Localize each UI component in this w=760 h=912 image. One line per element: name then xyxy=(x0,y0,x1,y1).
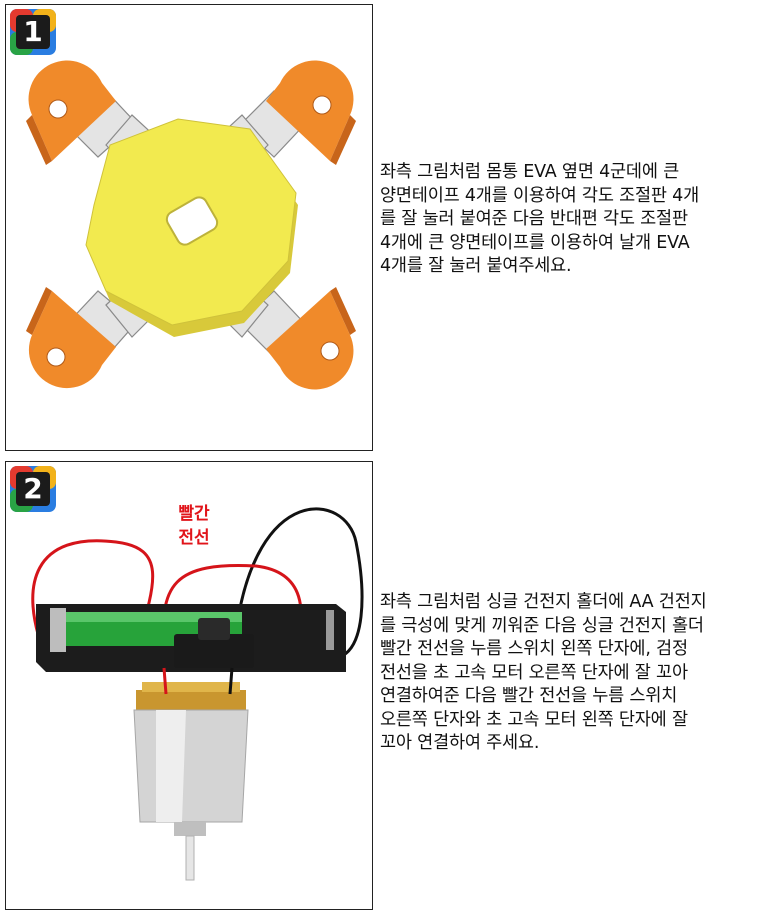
assembly-illustration-eva-body xyxy=(26,60,356,390)
wiring-illustration-battery-switch-motor xyxy=(31,507,364,881)
step-2-instruction-text: 좌측 그림처럼 싱글 건전지 홀더에 AA 건전지 를 극성에 맞게 끼워준 다… xyxy=(380,592,707,753)
step-number-badge xyxy=(10,466,56,512)
step-number-badge xyxy=(10,9,56,55)
step-2-illustration-frame: 2 빨간 전선 xyxy=(5,461,373,910)
step-2: 2 빨간 전선 좌측 그림처럼 싱글 건전지 홀더에 AA 건전지 를 극성에 … xyxy=(0,457,760,912)
step-1-illustration-frame: 1 xyxy=(5,4,373,451)
red-wire-callout: 빨간 전선 xyxy=(178,504,210,548)
step-1-instruction-text: 좌측 그림처럼 몸통 EVA 옆면 4군데에 큰 양면테이프 4개를 이용하여 … xyxy=(380,162,699,276)
step-1: 1 좌측 그림처럼 몸통 EVA 옆면 4군데에 큰 양면테이프 4개를 이용하… xyxy=(0,0,760,455)
step-number: 1 xyxy=(23,15,43,48)
step-number: 2 xyxy=(23,472,43,505)
